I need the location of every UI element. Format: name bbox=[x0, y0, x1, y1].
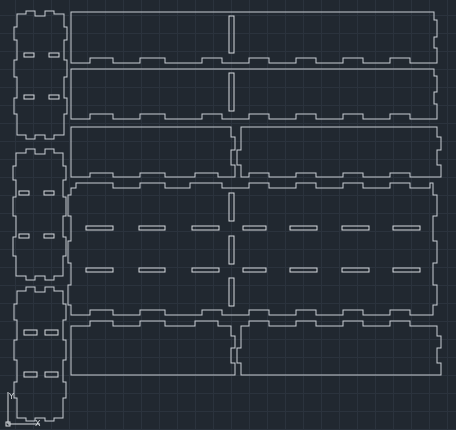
slot bbox=[44, 371, 59, 378]
ucs-y-label: Y bbox=[8, 392, 14, 401]
slot bbox=[191, 225, 220, 231]
slot bbox=[392, 225, 421, 231]
slot bbox=[228, 192, 235, 222]
slot bbox=[289, 267, 318, 273]
slot bbox=[23, 329, 38, 336]
ucs-x-label: X bbox=[35, 419, 41, 428]
end-panel-3[interactable] bbox=[13, 286, 67, 422]
slot bbox=[228, 72, 235, 112]
side-panel-left-2[interactable] bbox=[70, 320, 236, 376]
slot bbox=[341, 267, 370, 273]
end-panel-2[interactable] bbox=[12, 148, 67, 281]
slot bbox=[392, 267, 421, 273]
slot bbox=[289, 225, 318, 231]
slot bbox=[228, 235, 235, 265]
slot bbox=[44, 329, 59, 336]
slot bbox=[138, 225, 166, 231]
slot bbox=[242, 267, 267, 273]
slot bbox=[23, 52, 35, 58]
slot bbox=[242, 225, 267, 231]
side-panel-left-1[interactable] bbox=[70, 126, 236, 178]
end-panel-1[interactable] bbox=[13, 10, 68, 140]
slot bbox=[43, 233, 55, 239]
slot bbox=[23, 94, 35, 100]
side-panel-right-2[interactable] bbox=[236, 320, 442, 376]
slot bbox=[48, 52, 60, 58]
slot bbox=[85, 225, 114, 231]
base-panel[interactable] bbox=[67, 182, 438, 316]
slot bbox=[23, 371, 38, 378]
slot bbox=[191, 267, 220, 273]
slot bbox=[48, 94, 60, 100]
slot bbox=[341, 225, 370, 231]
slot bbox=[18, 190, 30, 196]
slot bbox=[138, 267, 166, 273]
slot bbox=[43, 190, 55, 196]
side-panel-right-1[interactable] bbox=[236, 126, 442, 178]
slot bbox=[85, 267, 114, 273]
long-panel-1[interactable] bbox=[70, 11, 438, 64]
slot bbox=[228, 277, 235, 307]
long-panel-2[interactable] bbox=[70, 68, 438, 120]
slot bbox=[228, 15, 235, 54]
ucs-axis-icon: X Y bbox=[5, 392, 41, 428]
slot bbox=[18, 233, 30, 239]
